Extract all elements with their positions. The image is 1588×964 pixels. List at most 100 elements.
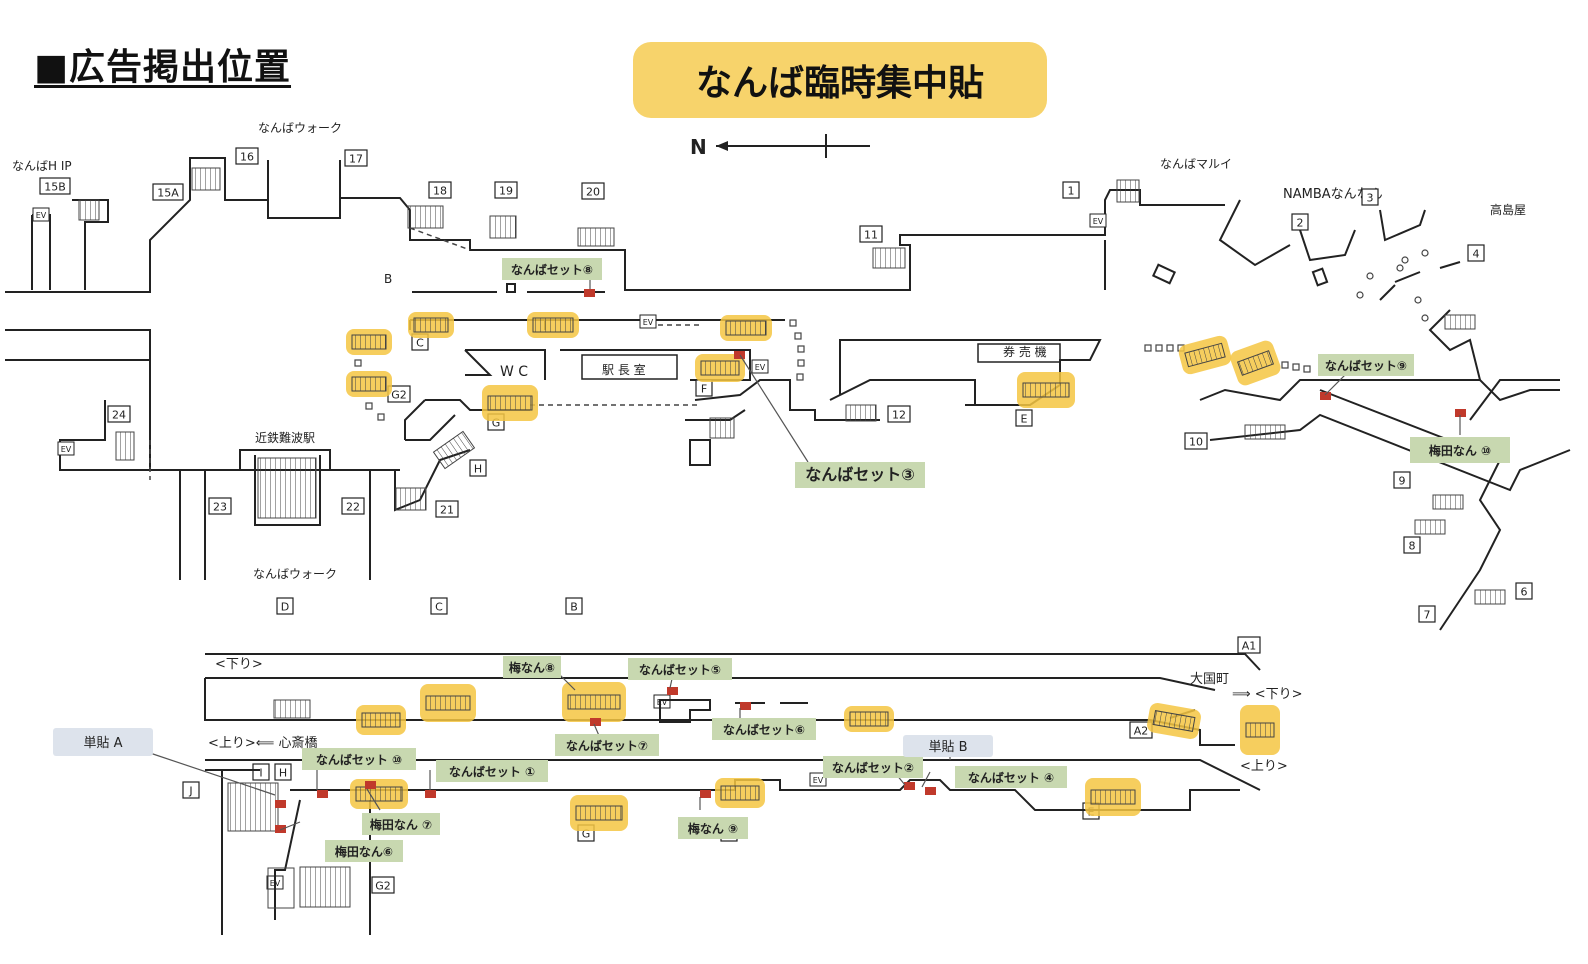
exit-15B-label: 15B [44,181,66,194]
ad-marker [317,790,328,798]
ad-label-bg [302,748,416,770]
ad-marker [667,687,678,695]
elevator-label: EV [61,445,72,454]
ad-marker [1455,409,1466,417]
elevator-icon [32,207,50,222]
ad-label-bg [555,734,659,756]
exit-24-label: 24 [112,409,126,422]
stairs-icon [725,320,767,336]
elevator-icon [809,772,827,787]
office-box [581,354,678,380]
daikokucho-label: 大国町 [1190,672,1229,687]
exit-11-box [859,225,883,243]
ad-label-set1: なんばセット ① [449,764,535,779]
gate-B-box [565,597,583,615]
ad-label-set5: なんばセット⑤ [639,662,721,677]
gate-J-box [182,781,200,799]
leader-line [921,771,931,788]
ad-marker [740,702,751,710]
ad-label-bg [678,817,748,839]
gate-H-label: H [279,767,287,780]
ad-marker [584,289,595,297]
gate-G2-label: G2 [391,389,407,402]
ad-label-bg [362,813,440,835]
exit-1-label: 1 [1068,185,1075,198]
ad-label-ume9: 梅なん ⑨ [688,821,738,836]
ad-marker [365,781,376,789]
leader-line [149,752,276,796]
exit-10-box [1184,432,1208,450]
elevator-label: EV [1093,217,1104,226]
ad-marker [925,787,936,795]
gate-G-label: G [492,417,501,430]
exit-2-box [1291,213,1309,231]
kintetsu-label: 近鉄難波駅 [255,430,315,445]
single-post-chip [903,735,993,757]
exit-23-box [208,497,232,515]
stairs-icon [361,712,401,728]
exit-9-label: 9 [1399,475,1406,488]
exit-12-label: 12 [892,409,906,422]
gate-G-label: G [582,828,591,841]
exit-4-label: 4 [1473,248,1480,261]
leader-line [739,354,809,463]
ad-label-bg [1318,354,1414,376]
exit-17-label: 17 [349,153,363,166]
ad-marker [590,718,601,726]
stairs-icon [1184,342,1226,368]
ad-label-bg [1410,437,1510,463]
exit-24-box [107,405,131,423]
compass-label: N [690,135,707,159]
elevator-label: EV [36,211,47,220]
ad-marker [275,800,286,808]
exit-19-label: 19 [499,185,513,198]
ad-label-set3: なんばセット③ [805,465,915,484]
leader-line [1324,374,1346,396]
exit-19-box [494,181,518,199]
dots-decor [354,249,1429,421]
exit-7-box [1418,605,1436,623]
gate-E-label: E [1021,413,1028,426]
ad-label-set10: なんばセット ⑩ [316,752,402,767]
exit-17-box [344,149,368,167]
stairs-icon [1022,382,1070,398]
gate-G2-box [371,876,395,894]
ad-label-bg [436,760,548,782]
ad-marker [425,790,436,798]
platform-edges [412,261,1461,301]
concourse-walls [5,157,1571,631]
exit-16-label: 16 [240,151,254,164]
walk-bottom-label: なんばウォーク [253,567,337,581]
ad-label-bg [795,462,925,488]
wc-label: W C [500,364,528,380]
gate-I-label: I [259,767,262,780]
elevator-icon [639,314,657,329]
gate-H-label: H [474,463,482,476]
ad-label-umeda6: 梅田なん⑥ [335,844,393,859]
campaign-banner: なんば臨時集中貼 [633,42,1047,118]
takashimaya-label: 高島屋 [1490,202,1526,217]
exit-18-label: 18 [433,185,447,198]
ad-marker [734,351,745,359]
ticket-machine-box [977,343,1061,363]
stairs-icon [1245,722,1275,738]
nambanan-label: NAMBAなんなん [1283,187,1383,202]
ad-label-bg [502,258,602,280]
ad-marker [275,825,286,833]
stairs-icon [425,695,471,711]
exit-8-label: 8 [1409,540,1416,553]
gate-F-label: F [701,383,707,396]
elevator-icon [1089,213,1107,228]
stairs-icon [720,785,760,801]
gate-A2-label: A2 [1134,725,1149,738]
exit-21-label: 21 [440,504,454,517]
gate-J-label: J [188,785,192,798]
exit-15B-box [39,177,71,195]
gate-B-label: B [570,601,578,614]
ad-marker [904,782,915,790]
exit-23-label: 23 [213,501,227,514]
exit-7-label: 7 [1424,609,1431,622]
exit-15A-label: 15A [157,187,179,200]
ad-label-ume8: 梅なん⑧ [509,660,555,675]
